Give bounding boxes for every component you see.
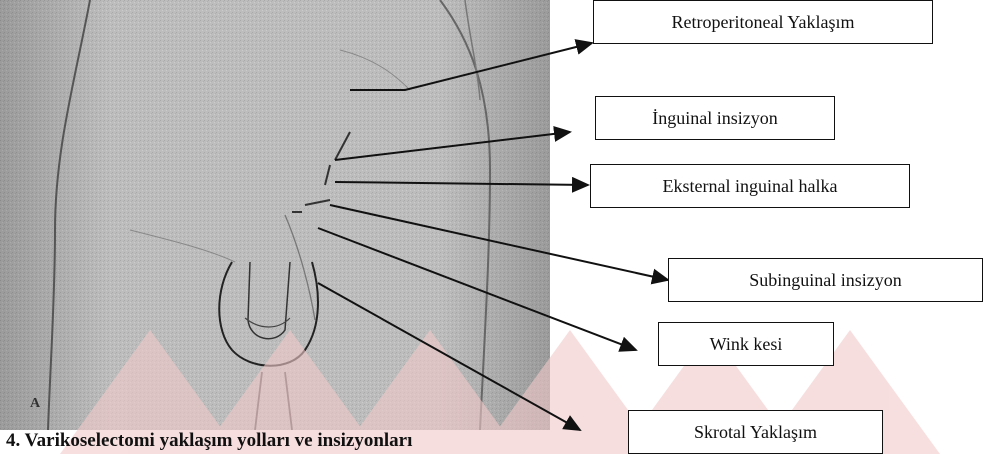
label-retroperitoneal: Retroperitoneal Yaklaşım <box>593 0 933 44</box>
arrow-external-ring <box>335 182 588 185</box>
label-scrotal-approach: Skrotal Yaklaşım <box>628 410 883 454</box>
arrow-wink <box>318 228 636 350</box>
arrow-retroperitoneal <box>350 43 592 90</box>
label-inguinal-incision: İnguinal insizyon <box>595 96 835 140</box>
figure-caption: 4. Varikoselectomi yaklaşım yolları ve i… <box>6 430 412 452</box>
label-external-inguinal-ring: Eksternal inguinal halka <box>590 164 910 208</box>
arrow-subinguinal <box>330 205 668 280</box>
label-wink-incision: Wink kesi <box>658 322 834 366</box>
arrow-inguinal <box>335 132 570 160</box>
label-subinguinal-incision: Subinguinal insizyon <box>668 258 983 302</box>
arrow-scrotal <box>318 283 580 430</box>
